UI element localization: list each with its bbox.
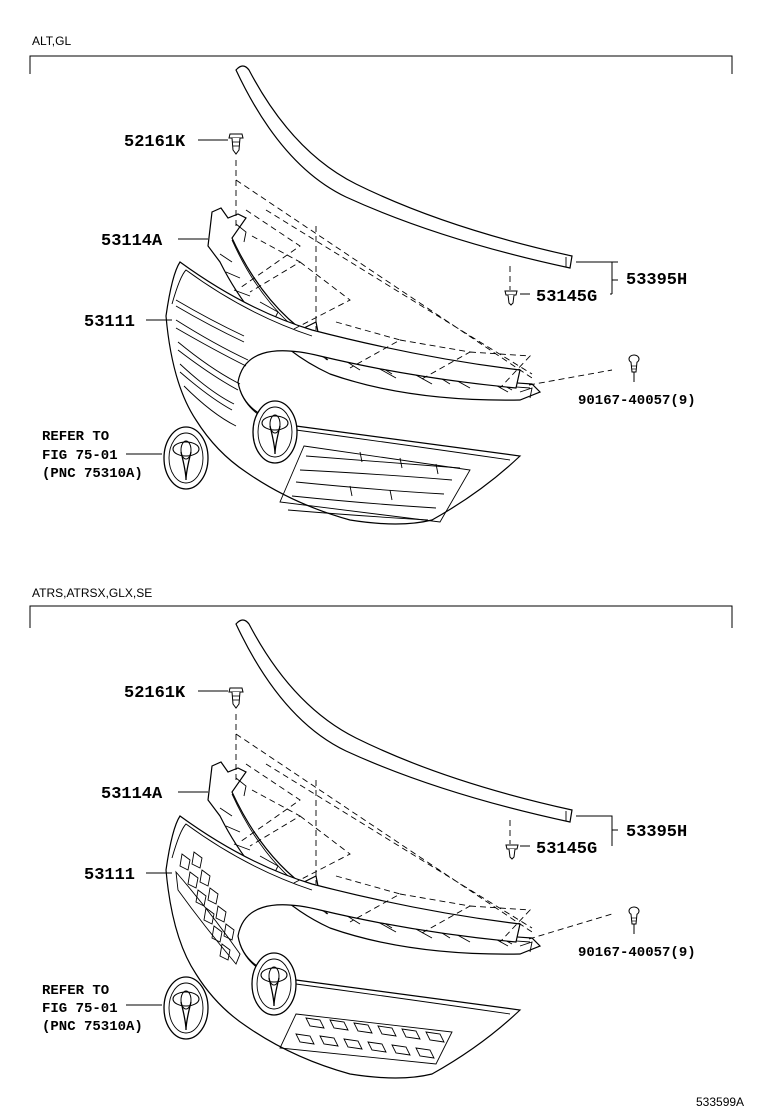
grille-mesh [175,851,453,1065]
refer-emblem-icon [163,976,209,1040]
callout-molding: 53395H [626,823,687,842]
callout-clip: 52161K [124,684,186,703]
refer-line-2: FIG 75-01 [42,448,118,464]
leader-molding [576,815,618,846]
clip-52161k-icon [228,133,244,155]
assembly-lines [235,714,613,943]
grille-emblem-icon [252,400,298,464]
section-title: ALT,GL [32,34,71,48]
callout-grille: 53111 [84,313,135,332]
callout-screw: 90167-40057(9) [578,393,696,409]
refer-emblem-icon [163,426,209,490]
molding-clip-icon [504,290,518,306]
refer-line-3: (PNC 75310A) [42,466,143,482]
callout-grille: 53111 [84,866,135,885]
section-title: ATRS,ATRSX,GLX,SE [32,586,152,600]
illustration-code: 533599A [696,1095,744,1109]
section-bracket [29,55,733,74]
screw-icon [628,906,640,925]
grille-emblem-icon [251,952,297,1016]
screw-icon [628,354,640,373]
callout-screw: 90167-40057(9) [578,945,696,961]
leader-molding [576,261,618,295]
refer-line-1: REFER TO [42,429,109,445]
callout-clip: 52161K [124,133,186,152]
callout-retainer: 53114A [101,232,163,251]
section-alt-gl: ALT,GL 52161K 53114A 53111 533 [29,34,733,525]
clip-52161k-icon [228,687,244,709]
callout-molding-clip: 53145G [536,840,597,859]
callout-molding-clip: 53145G [536,288,597,307]
callout-retainer: 53114A [101,785,163,804]
grille-slats [175,299,471,523]
refer-line-3: (PNC 75310A) [42,1019,143,1035]
callout-molding: 53395H [626,271,687,290]
assembly-lines [235,160,613,389]
section-bracket [29,605,733,628]
refer-line-2: FIG 75-01 [42,1001,118,1017]
section-atrs: ATRS,ATRSX,GLX,SE [29,586,733,1079]
refer-line-1: REFER TO [42,983,109,999]
molding-clip-icon [505,844,519,860]
